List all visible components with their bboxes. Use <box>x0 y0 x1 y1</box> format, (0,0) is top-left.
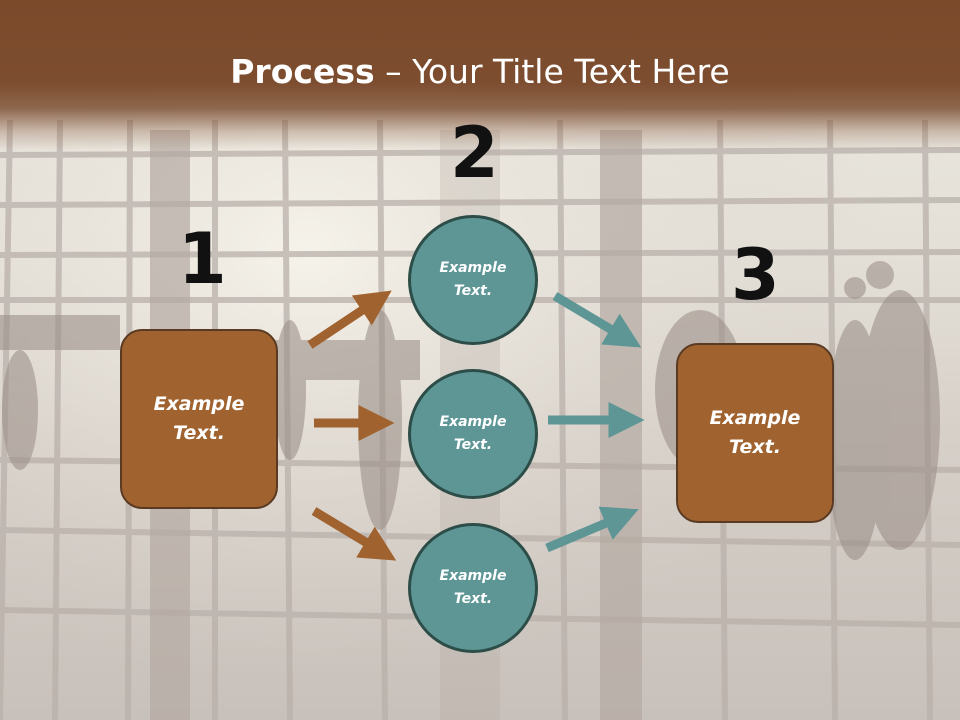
circle-top-label: Example Text. <box>440 257 507 303</box>
circle-top-label-line2: Text. <box>453 283 493 299</box>
step-2-circle-middle: Example Text. <box>408 369 538 499</box>
step-2-circle-top: Example Text. <box>408 215 538 345</box>
step-1-box: Example Text. <box>120 329 278 509</box>
circle-bottom-label-line2: Text. <box>453 591 493 607</box>
step-1-label: Example Text. <box>154 390 245 448</box>
step-1-label-line1: Example <box>153 393 245 415</box>
title-banner <box>0 0 960 150</box>
arrow-top-to-3 <box>552 292 642 348</box>
title-bold: Process <box>230 52 375 91</box>
circle-top-label-line1: Example <box>439 260 507 276</box>
circle-bottom-label-line1: Example <box>439 568 507 584</box>
step-1-label-line2: Text. <box>173 422 225 444</box>
step-3-label: Example Text. <box>710 404 801 462</box>
step-3-box: Example Text. <box>676 343 834 523</box>
step-number-3: 3 <box>731 234 780 316</box>
step-number-2: 2 <box>450 112 499 194</box>
arrow-1-to-top <box>307 290 392 349</box>
circle-middle-label-line1: Example <box>439 414 507 430</box>
title-rest: – Your Title Text Here <box>374 52 730 91</box>
step-3-label-line1: Example <box>709 407 801 429</box>
circle-middle-label-line2: Text. <box>453 437 493 453</box>
step-3-label-line2: Text. <box>729 436 781 458</box>
slide-title: Process – Your Title Text Here <box>0 52 960 91</box>
step-number-1: 1 <box>178 218 227 300</box>
circle-bottom-label: Example Text. <box>440 565 507 611</box>
arrow-bottom-to-3 <box>545 506 639 553</box>
step-2-circle-bottom: Example Text. <box>408 523 538 653</box>
arrow-1-to-bottom <box>311 507 397 561</box>
circle-middle-label: Example Text. <box>440 411 507 457</box>
